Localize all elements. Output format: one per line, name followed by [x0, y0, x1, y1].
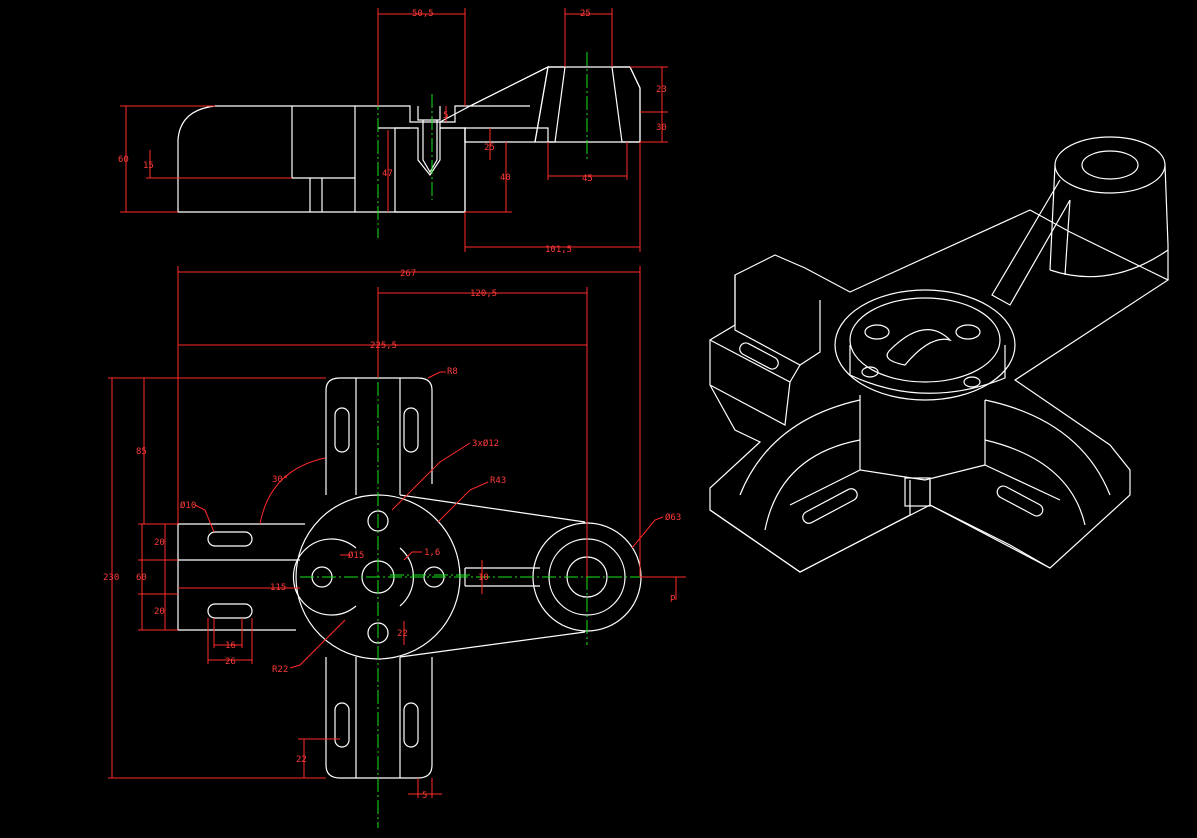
dim-10: 10 — [478, 573, 489, 583]
dim-60-top: 60 — [136, 573, 147, 583]
dim-60-front: 60 — [118, 155, 129, 165]
dim-267: 267 — [400, 269, 416, 279]
dim-16: 16 — [225, 641, 236, 651]
section-hatch-rib — [439, 65, 549, 143]
dim-40: 40 — [500, 173, 511, 183]
dim-5-top: 5 — [443, 111, 448, 121]
dim-50-5: 50,5 — [412, 9, 434, 19]
dim-22-arm: 22 — [296, 755, 307, 765]
dim-15: 15 — [143, 161, 154, 171]
front-section-view — [177, 52, 641, 238]
dim-5-bottom: 5 — [422, 791, 427, 801]
dim-R43: R43 — [490, 476, 506, 486]
dim-R8: R8 — [447, 367, 458, 377]
dim-R22: R22 — [272, 665, 288, 675]
dim-1-6: 1,6 — [424, 548, 440, 558]
dim-225-5: 225,5 — [370, 341, 397, 351]
dim-26: 26 — [225, 657, 236, 667]
dim-phi10: Ø10 — [180, 500, 196, 511]
top-plan-view — [177, 360, 655, 828]
dim-20-lower: 20 — [154, 607, 165, 617]
dim-30-right: 30 — [656, 123, 667, 133]
top-view-dimensions: 267 120,5 225,5 R8 230 85 3xØ12 R43 30° … — [103, 266, 686, 801]
dim-phi15: Ø15 — [348, 550, 364, 561]
dim-85: 85 — [136, 447, 147, 457]
front-view-dimensions: 50,5 25 23 30 60 15 47 5 25 40 45 — [118, 8, 668, 255]
dim-p: p — [670, 593, 675, 603]
dim-23: 23 — [656, 85, 667, 95]
dim-22-hub: 22 — [397, 629, 408, 639]
dim-20-upper: 20 — [154, 538, 165, 548]
dim-120-5: 120,5 — [470, 289, 497, 299]
dim-3x12: 3xØ12 — [472, 438, 499, 449]
dim-47: 47 — [382, 169, 393, 179]
dim-45: 45 — [582, 174, 593, 184]
dim-25-mid: 25 — [484, 143, 495, 153]
dim-101-5: 101,5 — [545, 245, 572, 255]
dim-115: 115 — [270, 583, 286, 593]
section-hatch-left — [394, 127, 466, 213]
dim-25-top: 25 — [580, 9, 591, 19]
isometric-view — [709, 136, 1170, 573]
section-hatch-cone-right — [611, 66, 641, 143]
dim-230: 230 — [103, 573, 119, 583]
dim-30-deg: 30° — [272, 475, 288, 485]
section-hatch-cone-left — [534, 66, 566, 143]
dim-phi63: Ø63 — [665, 512, 681, 523]
